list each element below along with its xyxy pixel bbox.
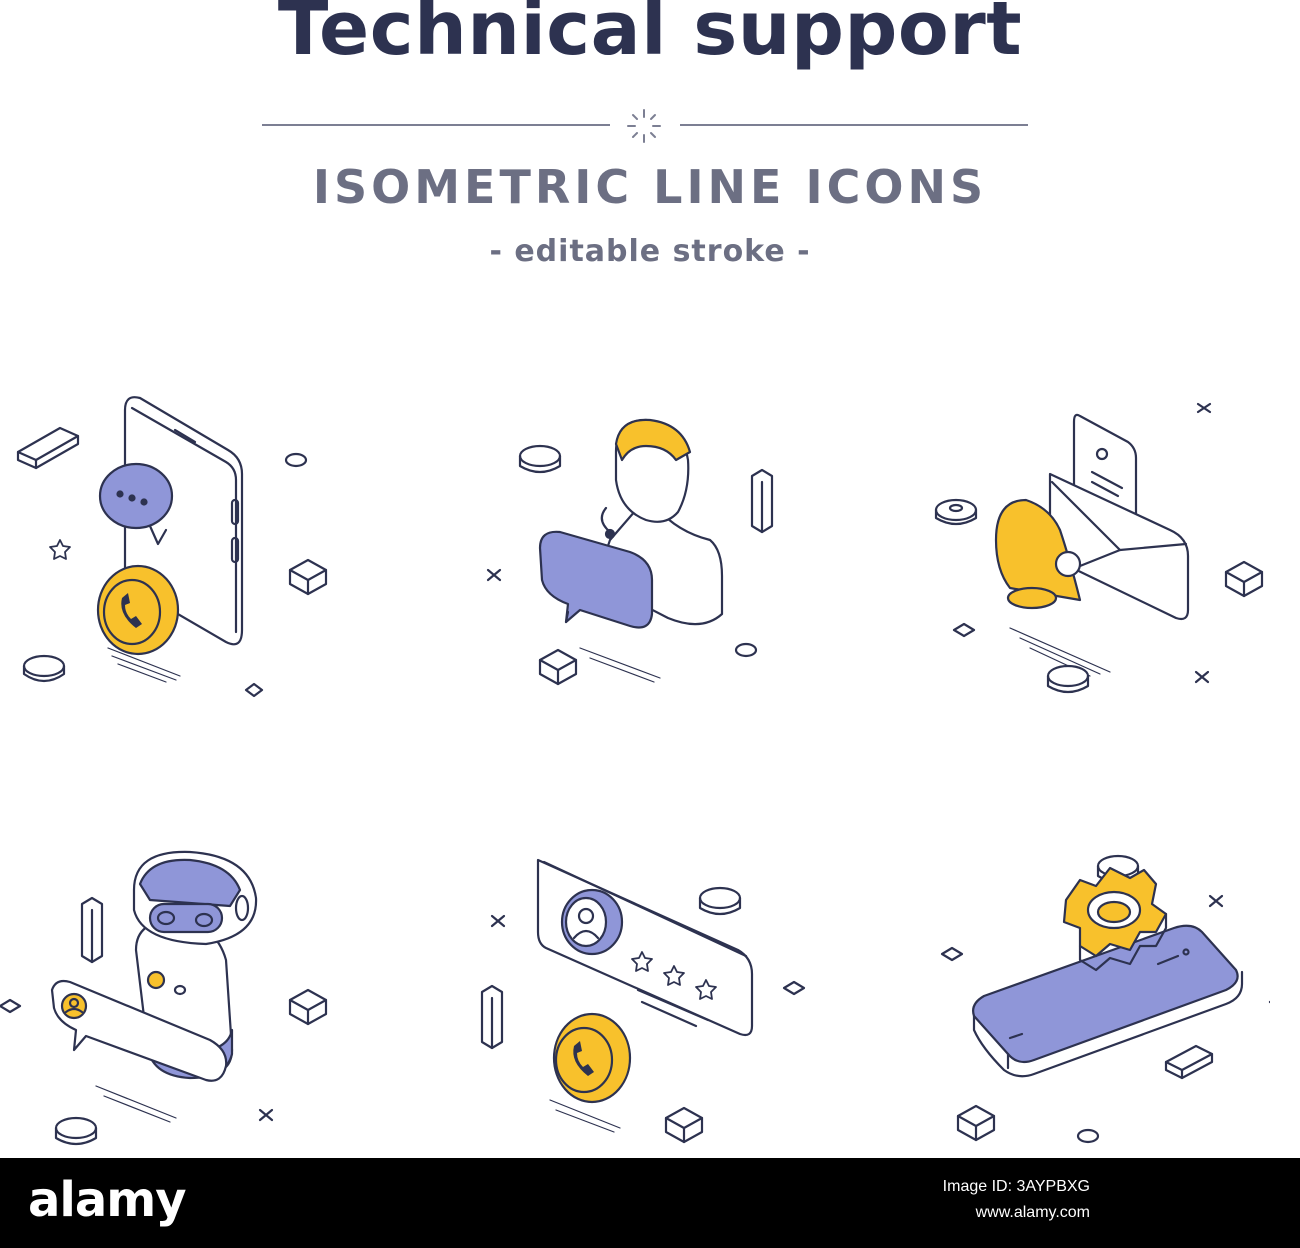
- page-caption: - editable stroke -: [489, 234, 811, 269]
- watermark-footer: alamy Image ID: 3AYPBXG www.alamy.com: [0, 1158, 1300, 1248]
- smartphone-settings-gear-icon: [930, 840, 1270, 1180]
- page-title: Technical support: [277, 0, 1023, 72]
- contact-rating-call-icon: [470, 840, 810, 1180]
- chatbot-robot-icon: [0, 840, 340, 1180]
- support-operator-headset-icon: [470, 400, 810, 740]
- divider-right: [680, 124, 1028, 126]
- source-url: www.alamy.com: [975, 1204, 1090, 1221]
- brand-logo: alamy: [28, 1172, 187, 1228]
- divider-left: [262, 124, 610, 126]
- page-subtitle: ISOMETRIC LINE ICONS: [312, 160, 988, 214]
- smartphone-chat-call-icon: [0, 380, 340, 720]
- sparkle-icon: [627, 109, 661, 143]
- image-id: Image ID: 3AYPBXG: [942, 1178, 1090, 1195]
- email-notification-bell-icon: [930, 400, 1270, 740]
